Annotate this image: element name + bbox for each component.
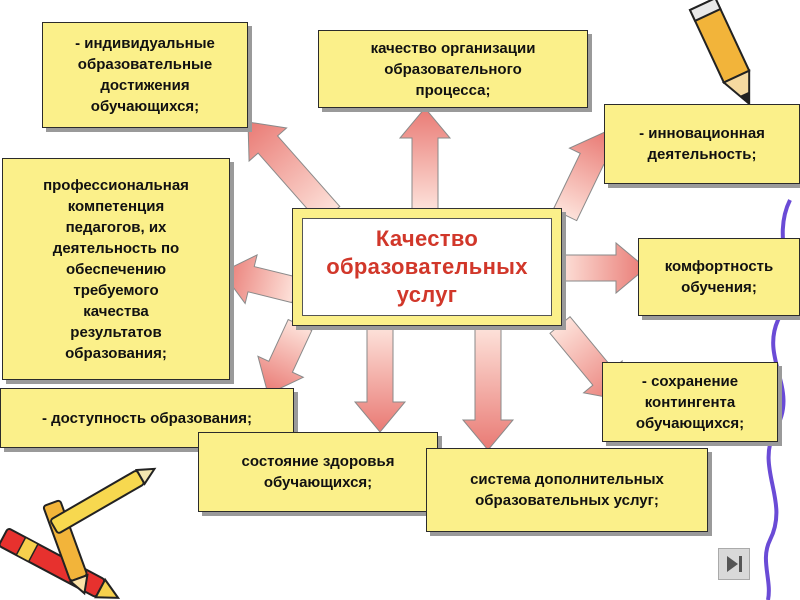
- arrow-to-professional: [221, 253, 299, 305]
- box-text: профессиональная компетенция педагогов, …: [43, 176, 189, 362]
- box-text: - доступность образования;: [42, 409, 252, 427]
- arrow-to-accessibility: [257, 318, 313, 395]
- crayons-icon: [0, 467, 157, 599]
- pencil-icon: [688, 0, 751, 106]
- next-slide-button[interactable]: [718, 548, 750, 580]
- box-health: состояние здоровья обучающихся;: [198, 432, 438, 512]
- center-title: Качество образовательных услуг: [326, 226, 528, 307]
- center-inner: Качество образовательных услуг: [302, 218, 552, 316]
- box-text: качество организации образовательного пр…: [370, 39, 536, 99]
- box-text: - инновационная деятельность;: [639, 125, 765, 163]
- box-comfort: комфортность обучения;: [638, 238, 800, 316]
- box-individual-achievements: - индивидуальные образовательные достиже…: [42, 22, 248, 128]
- box-text: - сохранение контингента обучающихся;: [635, 372, 745, 432]
- box-text: состояние здоровья обучающихся;: [241, 453, 395, 491]
- box-professional-competence: профессиональная компетенция педагогов, …: [2, 158, 230, 380]
- box-innovation: - инновационная деятельность;: [604, 104, 800, 184]
- arrow-to-comfort: [559, 241, 647, 295]
- arrow-to-additional: [461, 327, 515, 451]
- box-process-quality: качество организации образовательного пр…: [318, 30, 588, 108]
- center-box: Качество образовательных услуг: [292, 208, 562, 326]
- box-text: комфортность обучения;: [664, 258, 774, 296]
- box-additional-services: система дополнительных образовательных у…: [426, 448, 708, 532]
- box-contingent-retention: - сохранение контингента обучающихся;: [602, 362, 778, 442]
- arrow-to-individual: [247, 121, 341, 225]
- arrow-to-process-quality: [398, 107, 452, 211]
- next-slide-icon: [727, 556, 742, 572]
- box-text: система дополнительных образовательных у…: [470, 471, 664, 509]
- arrow-to-health: [353, 327, 407, 433]
- box-text: - индивидуальные образовательные достиже…: [75, 35, 215, 115]
